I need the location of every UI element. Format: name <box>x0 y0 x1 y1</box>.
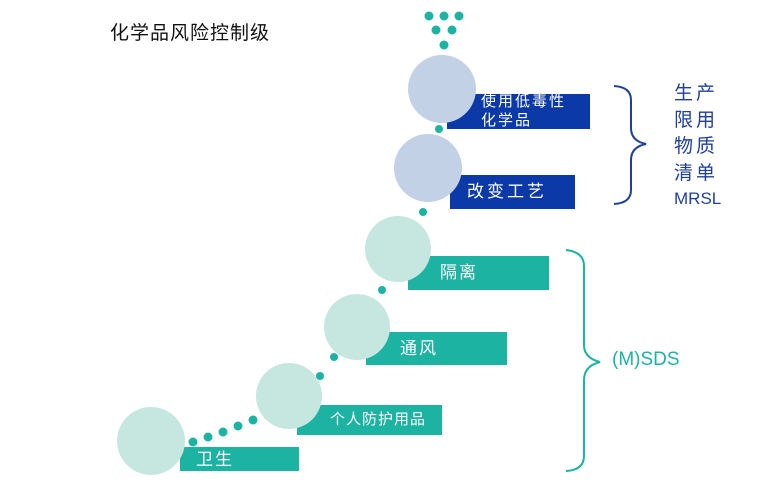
bracket-mrsl <box>613 85 647 205</box>
step-bar-ventilation <box>366 332 507 365</box>
step-label-hygiene: 卫生 <box>196 450 234 470</box>
step-label-isolation: 隔离 <box>440 263 478 283</box>
step-bar-isolation <box>408 256 549 290</box>
mrsl-line5: MRSL <box>674 189 722 208</box>
connector-dots <box>188 11 464 447</box>
step-circle-process-change <box>394 134 462 202</box>
step-circle-ppe <box>256 363 322 429</box>
step-bar-hygiene <box>180 447 299 471</box>
mrsl-line3: 物质 <box>674 135 719 157</box>
bracket-msds <box>565 249 601 472</box>
step-label-low-toxicity-line2: 化学品 <box>481 111 533 129</box>
step-bar-process-change <box>450 175 575 209</box>
step-circle-hygiene <box>117 407 185 475</box>
mrsl-line4: 清单 <box>674 161 719 184</box>
mrsl-line1: 生产 <box>674 82 719 104</box>
step-label-ventilation: 通风 <box>400 339 438 359</box>
step-label-process-change: 改变工艺 <box>467 182 547 202</box>
step-circle-isolation <box>365 216 431 282</box>
step-circle-low-toxicity <box>408 55 476 123</box>
step-label-low-toxicity-line1: 使用低毒性 <box>481 92 567 110</box>
diagram-title: 化学品风险控制级 <box>110 22 271 44</box>
mrsl-line2: 限用 <box>674 108 719 131</box>
step-label-low-toxicity: 使用低毒性 化学品 <box>481 92 566 130</box>
mrsl-group-label: 生产 限用 物质 清单 MRSL <box>674 80 721 213</box>
step-label-ppe: 个人防护用品 <box>330 410 427 428</box>
step-bar-ppe <box>297 405 442 435</box>
step-circle-ventilation <box>324 294 390 360</box>
msds-group-label: (M)SDS <box>612 349 680 370</box>
